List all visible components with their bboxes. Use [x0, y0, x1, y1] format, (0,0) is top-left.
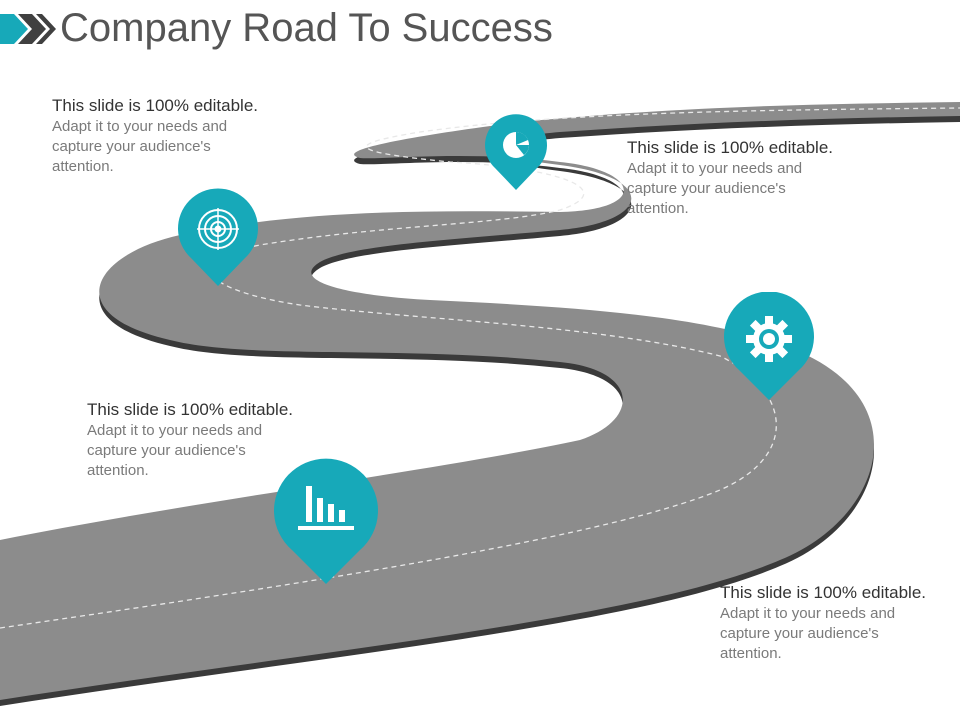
- text-block-lead: This slide is 100% editable.: [627, 138, 834, 157]
- page-title: Company Road To Success: [60, 6, 553, 50]
- map-pin-marker: [724, 292, 814, 400]
- map-pin-marker: [485, 114, 547, 190]
- target-icon: [197, 208, 239, 250]
- text-block-1: This slide is 100% editable. Adapt it to…: [52, 96, 267, 177]
- text-block-lead: This slide is 100% editable.: [52, 96, 259, 115]
- pie-chart-icon: [503, 132, 529, 158]
- gear-icon: [746, 316, 792, 362]
- title-bar: Company Road To Success: [0, 0, 960, 60]
- map-pin-marker: [274, 458, 378, 584]
- text-block-4: This slide is 100% editable. Adapt it to…: [720, 583, 935, 664]
- text-block-3: This slide is 100% editable. Adapt it to…: [87, 400, 302, 481]
- bar-chart-icon: [298, 486, 354, 530]
- text-block-lead: This slide is 100% editable.: [87, 400, 294, 419]
- chevron-arrows-icon: [0, 14, 56, 44]
- text-block-body: Adapt it to your needs and capture your …: [720, 605, 896, 662]
- text-block-body: Adapt it to your needs and capture your …: [87, 422, 263, 479]
- text-block-2: This slide is 100% editable. Adapt it to…: [627, 138, 842, 219]
- text-block-lead: This slide is 100% editable.: [720, 583, 927, 602]
- map-pin-marker: [178, 188, 258, 286]
- text-block-body: Adapt it to your needs and capture your …: [52, 118, 228, 175]
- text-block-body: Adapt it to your needs and capture your …: [627, 160, 803, 217]
